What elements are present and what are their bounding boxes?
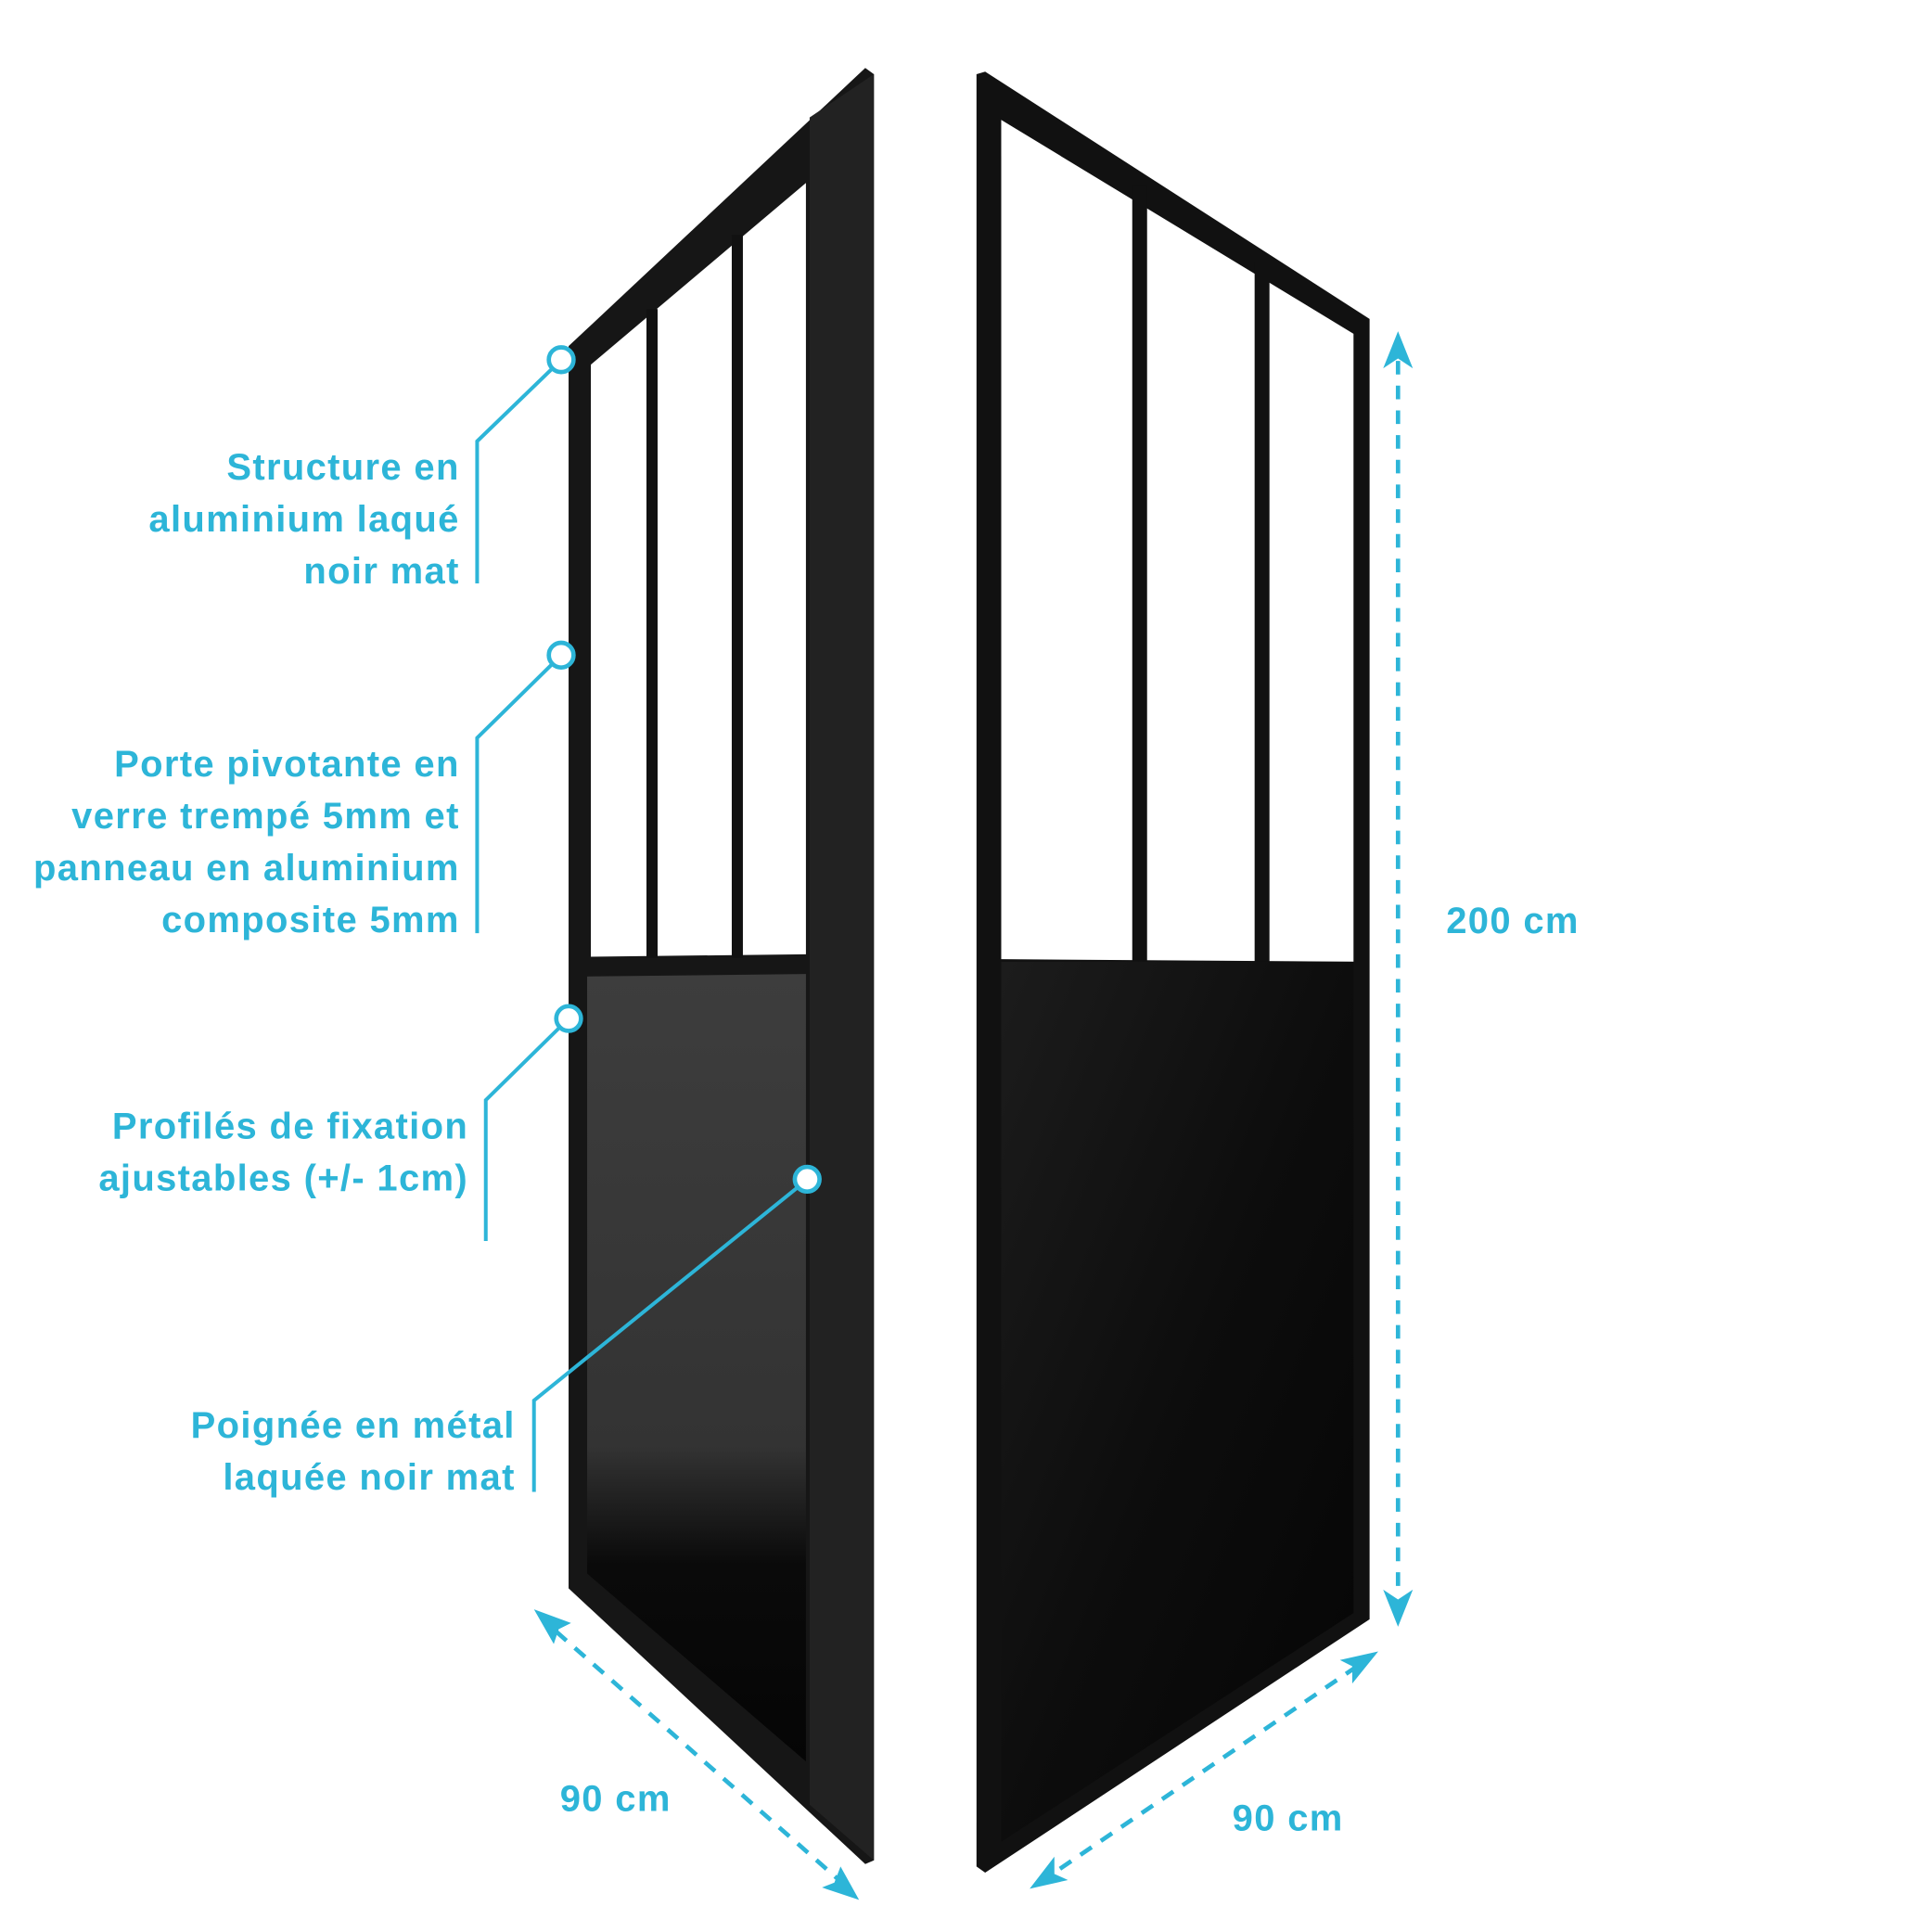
callout-structure: Structure en aluminium laqué noir mat (148, 345, 576, 592)
callout-marker (792, 1164, 822, 1195)
left-width-label: 90 cm (560, 1778, 672, 1819)
left-width-dimension: 90 cm (533, 1609, 860, 1900)
left-mullion (731, 235, 743, 958)
callout-marker (546, 345, 576, 375)
left-glass (591, 183, 806, 957)
arrow-icon (1030, 1856, 1068, 1889)
callout-text: Poignée en métal (191, 1405, 516, 1446)
arrow-icon (822, 1866, 860, 1900)
callout-text: noir mat (303, 551, 459, 592)
right-width-dimension: 90 cm (1030, 1651, 1378, 1889)
arrow-icon (1339, 1651, 1378, 1684)
right-mullion (1254, 262, 1270, 962)
callout-handle: Poignée en métal laquée noir mat (191, 1164, 822, 1498)
arrow-up-icon (1383, 331, 1414, 369)
callout-fixing-profiles: Profilés de fixation ajustables (+/- 1cm… (98, 1004, 583, 1242)
height-dimension: 200 cm (1383, 331, 1580, 1627)
right-width-label: 90 cm (1233, 1798, 1344, 1839)
left-mullion (646, 309, 658, 958)
callout-marker (554, 1004, 583, 1033)
left-lower-panel (587, 974, 806, 1762)
arrow-icon (533, 1609, 571, 1644)
callout-text: panneau en aluminium (33, 848, 460, 889)
callout-door-glass: Porte pivotante en verre trempé 5mm et p… (33, 640, 576, 940)
callout-text: laquée noir mat (223, 1457, 515, 1498)
callout-text: aluminium laqué (148, 499, 459, 540)
right-glass (1001, 120, 1354, 962)
callout-text: ajustables (+/- 1cm) (98, 1158, 468, 1198)
height-label: 200 cm (1446, 901, 1580, 941)
arrow-down-icon (1383, 1589, 1414, 1627)
right-door-panel (976, 71, 1370, 1874)
callout-text: Structure en (226, 447, 459, 488)
left-door-panel (569, 68, 875, 1864)
callout-text: verre trempé 5mm et (71, 796, 460, 837)
right-mullion (1132, 185, 1147, 962)
callout-text: composite 5mm (161, 900, 460, 940)
right-lower-panel (1001, 961, 1354, 1842)
callout-text: Porte pivotante en (114, 744, 460, 785)
callout-marker (546, 640, 576, 670)
callout-text: Profilés de fixation (112, 1106, 468, 1146)
